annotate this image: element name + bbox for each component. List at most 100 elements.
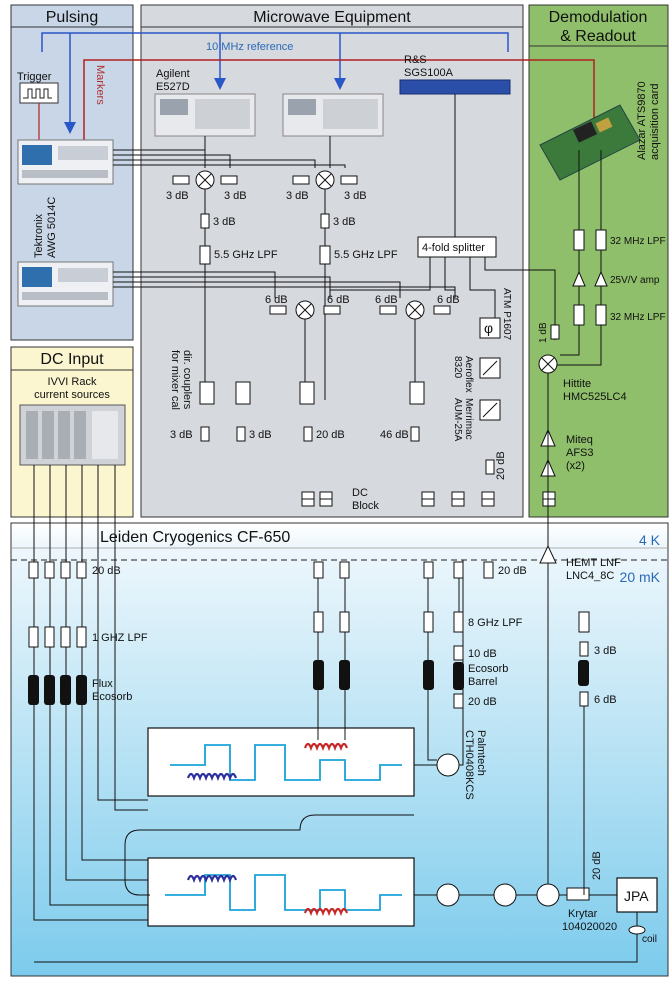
att-label-l1-left: 6 dB	[265, 294, 288, 306]
demod-title-2: & Readout	[560, 28, 636, 45]
trigger-box	[19, 82, 59, 104]
aeroflex-label-2: 8320	[452, 356, 463, 379]
dir-coupler-2	[235, 381, 251, 405]
att-l2-left	[379, 305, 397, 315]
resonator-red-bottom	[303, 907, 349, 917]
lpf-demod-4	[595, 304, 607, 326]
coil-label: coil	[642, 934, 657, 945]
fridge-8g-lpf-label: 8 GHz LPF	[468, 617, 523, 629]
alazar-label-1: Alazar ATS9870	[636, 81, 648, 160]
ivvi-rack-icon	[19, 404, 126, 466]
att-label-line-3: 20 dB	[316, 429, 345, 441]
second-generator-icon	[282, 93, 384, 137]
att-u1-left	[172, 175, 190, 185]
mixer-4-icon	[405, 300, 425, 320]
mixer-3-icon	[295, 300, 315, 320]
resonator-blue-top	[186, 772, 238, 782]
att-label-u2-down: 3 dB	[333, 216, 356, 228]
microwave-title: Microwave Equipment	[253, 9, 411, 26]
att-u1-down	[200, 213, 210, 229]
sample-box-bottom	[147, 857, 415, 927]
rs-label-2: SGS100A	[404, 67, 454, 79]
att-10db	[453, 645, 464, 661]
att-pump-3db	[579, 641, 589, 657]
att-label-u1-left: 3 dB	[166, 190, 189, 202]
att-line-4	[410, 426, 420, 442]
dir-coupler-1	[199, 381, 215, 405]
agilent-label-2: E527D	[156, 81, 190, 93]
splitter-outputs	[329, 257, 556, 340]
att-label-l2-left: 6 dB	[375, 294, 398, 306]
phase-shifter-box	[479, 317, 501, 339]
lpf-demod-2	[595, 229, 607, 251]
lpf-demod-3	[573, 304, 585, 326]
att-l2-right	[433, 305, 451, 315]
reference-line	[41, 32, 509, 52]
att-label-u1-down: 3 dB	[213, 216, 236, 228]
dir-coupler-3	[299, 381, 315, 405]
fridge-title: Leiden Cryogenics CF-650	[100, 529, 290, 546]
dc-blocks	[301, 491, 556, 507]
agilent-generator-icon	[154, 93, 256, 137]
att-label-readout: 20 dB	[495, 451, 507, 480]
circulator-1	[436, 883, 460, 907]
lpf-u1	[199, 245, 211, 265]
ivvi-label-1: IVVI Rack	[48, 376, 97, 388]
miteq-label-3: (x2)	[566, 460, 585, 472]
dir-coupler-label-1: dir. couplers	[181, 350, 193, 410]
resonator-red-top	[303, 742, 349, 752]
rs-generator-icon	[399, 79, 511, 95]
lpf-u2	[319, 245, 331, 265]
krytar-label-1: Krytar	[568, 908, 598, 920]
dc-lines	[33, 465, 148, 921]
att-line-2	[236, 426, 246, 442]
lpf-label-u2: 5.5 GHz LPF	[334, 249, 398, 261]
flux-label-1: Flux	[92, 678, 113, 690]
variable-att-1-icon	[482, 360, 498, 376]
att-label-line-4: 46 dB	[380, 429, 409, 441]
fridge-lpf-label: 1 GHZ LPF	[92, 632, 148, 644]
demod-panel	[528, 4, 669, 518]
att-label-l2-right: 6 dB	[437, 294, 460, 306]
hemt-label-2: LNC4_8C	[566, 570, 614, 582]
att-pump-3db-label: 3 dB	[594, 645, 617, 657]
ivvi-label-2: current sources	[34, 389, 110, 401]
att-demod-1db	[550, 324, 560, 340]
resonator-blue-bottom	[186, 874, 238, 884]
att-label-u1-right: 3 dB	[224, 190, 247, 202]
awg-bottom-icon	[17, 261, 114, 307]
flux-ecosorb-filters	[28, 675, 87, 705]
lpf-demod-1	[573, 229, 585, 251]
merrimac-label-2: AUM-25A	[452, 398, 463, 442]
palmtech-label-1: Palmtech	[475, 730, 487, 776]
dc-input-title: DC Input	[40, 351, 104, 368]
agilent-label-1: Agilent	[156, 68, 190, 80]
demod-wires	[556, 150, 602, 366]
ecosorb-label-1: Ecosorb	[468, 663, 508, 675]
att-20db-mk-label: 20 dB	[468, 696, 497, 708]
bias-loops	[124, 814, 414, 896]
lpf-pump	[578, 611, 590, 633]
hittite-label-1: Hittite	[563, 378, 591, 390]
hittite-label-2: HMC525LC4	[563, 391, 627, 403]
alazar-label-2: acquisition card	[649, 84, 661, 160]
dir-coupler-4	[409, 381, 425, 405]
palmtech-circulator	[436, 753, 460, 777]
rs-label-1: R&S	[404, 54, 427, 66]
markers-label: Markers	[94, 65, 106, 105]
lpf-demod-label-top: 32 MHz LPF	[610, 236, 666, 247]
att-20db-mk	[453, 693, 464, 709]
circulator-3	[536, 883, 560, 907]
att-u1-right	[220, 175, 238, 185]
miteq-label-2: AFS3	[566, 447, 594, 459]
lpf-label-u1: 5.5 GHz LPF	[214, 249, 278, 261]
att-u2-down	[320, 213, 330, 229]
att-10db-label: 10 dB	[468, 648, 497, 660]
dc-block-label-1: DC	[352, 487, 368, 499]
amp-25-label: 25V/V amp	[610, 275, 660, 286]
awg-top-icon	[17, 139, 114, 185]
alazar-card-icon	[539, 104, 641, 181]
sample-rf-wires	[34, 560, 638, 963]
fridge-rf-atts	[313, 561, 494, 633]
